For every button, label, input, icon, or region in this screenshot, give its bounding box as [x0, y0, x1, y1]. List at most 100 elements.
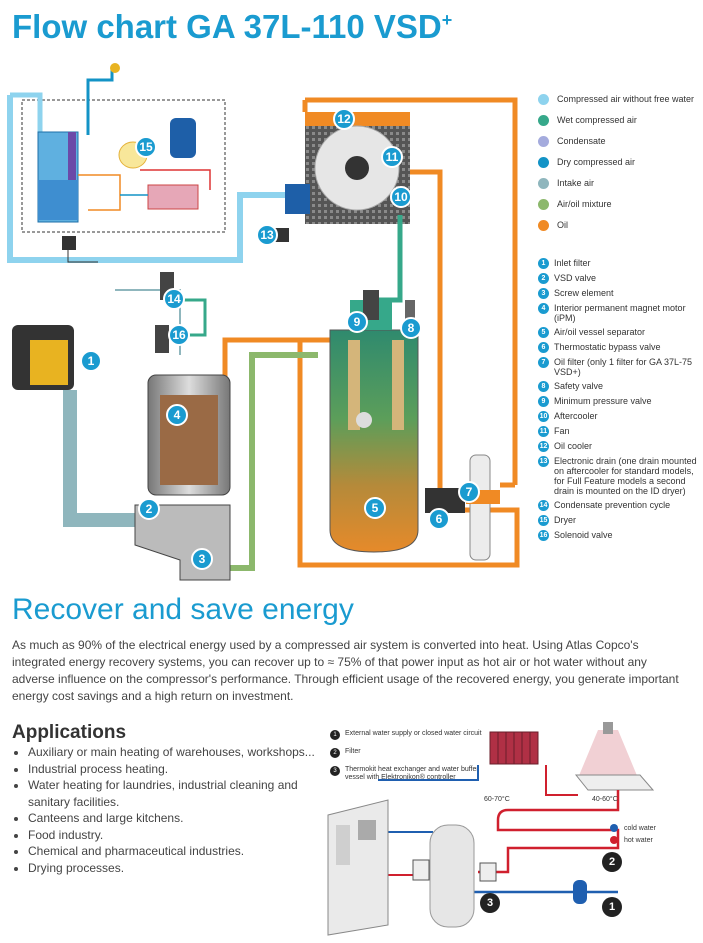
callout-12: 12 [333, 108, 355, 130]
er-step-label: Thermokit heat exchanger and water buffe… [345, 766, 479, 781]
component-item: 8 Safety valve [538, 381, 703, 392]
energy-recovery-diagram [327, 722, 655, 936]
component-number: 10 [538, 411, 549, 422]
er-step-number: 2 [330, 748, 340, 758]
component-number: 4 [538, 303, 549, 314]
component-number: 13 [538, 456, 549, 467]
component-label: Condensate prevention cycle [554, 500, 671, 510]
legend-item: Oil [538, 220, 698, 231]
legend-label: Intake air [557, 178, 595, 188]
legend-label: Wet compressed air [557, 115, 637, 125]
component-item: 11 Fan [538, 426, 703, 437]
component-number: 9 [538, 396, 549, 407]
component-number: 14 [538, 500, 549, 511]
legend-item: Intake air [538, 178, 698, 189]
callout-6: 6 [428, 508, 450, 530]
temp-radiator: 60-70°C [484, 796, 510, 803]
component-item: 7 Oil filter (only 1 filter for GA 37L-75… [538, 357, 703, 377]
er-step-label: Filter [345, 748, 361, 755]
component-label: Minimum pressure valve [554, 396, 652, 406]
page-title: Flow chart GA 37L-110 VSD+ [12, 8, 453, 45]
flow-chart-diagram [7, 63, 520, 581]
component-label: VSD valve [554, 273, 597, 283]
callout-3: 3 [191, 548, 213, 570]
component-item: 6 Thermostatic bypass valve [538, 342, 703, 353]
component-number: 1 [538, 258, 549, 269]
intake-air-pipe [63, 390, 135, 527]
legend-label: Oil [557, 220, 568, 230]
legend-item: Condensate [538, 136, 698, 147]
component-label: Screw element [554, 288, 614, 298]
application-item: Water heating for laundries, industrial … [28, 777, 328, 810]
component-label: Safety valve [554, 381, 604, 391]
legend-swatch [538, 220, 549, 231]
legend-label: Condensate [557, 136, 606, 146]
component-number: 12 [538, 441, 549, 452]
component-label: Air/oil vessel separator [554, 327, 646, 337]
er-callout-3: 3 [480, 893, 500, 913]
component-number: 6 [538, 342, 549, 353]
application-item: Chemical and pharmaceutical industries. [28, 843, 328, 860]
callout-5: 5 [364, 497, 386, 519]
component-number: 16 [538, 530, 549, 541]
callout-15: 15 [135, 136, 157, 158]
hot-water-legend: hot water [610, 836, 653, 844]
cold-water-legend: cold water [610, 824, 656, 832]
applications-heading: Applications [12, 722, 127, 743]
component-label: Oil filter (only 1 filter for GA 37L-75 … [554, 357, 693, 377]
application-item: Canteens and large kitchens. [28, 810, 328, 827]
component-label: Inlet filter [554, 258, 591, 268]
application-item: Industrial process heating. [28, 761, 328, 778]
legend-swatch [538, 199, 549, 210]
legend-label: Dry compressed air [557, 157, 636, 167]
er-step-number: 3 [330, 766, 340, 776]
dryer-box [21, 99, 226, 233]
component-number: 7 [538, 357, 549, 368]
component-number: 15 [538, 515, 549, 526]
legend-item: Air/oil mixture [538, 199, 698, 210]
component-item: 12 Oil cooler [538, 441, 703, 452]
component-number: 2 [538, 273, 549, 284]
dry-air-pipe [86, 68, 114, 135]
component-number: 11 [538, 426, 549, 437]
component-item: 15 Dryer [538, 515, 703, 526]
callout-14: 14 [163, 288, 185, 310]
shower-spray [578, 730, 638, 778]
component-item: 14 Condensate prevention cycle [538, 500, 703, 511]
component-item: 9 Minimum pressure valve [538, 396, 703, 407]
component-number: 8 [538, 381, 549, 392]
component-item: 1 Inlet filter [538, 258, 703, 269]
legend-swatch [538, 115, 549, 126]
shower-tray [574, 774, 655, 791]
legend-label: Compressed air without free water [557, 94, 695, 104]
er-step-label: External water supply or closed water ci… [345, 730, 482, 737]
callout-2: 2 [138, 498, 160, 520]
er-callout-1: 1 [602, 897, 622, 917]
callout-11: 11 [381, 146, 403, 168]
component-label: Oil cooler [554, 441, 593, 451]
water-filter [573, 880, 587, 904]
legend-swatch [538, 136, 549, 147]
aftercooler-separator [285, 184, 310, 214]
component-label: Fan [554, 426, 570, 436]
legend-swatch [538, 94, 549, 105]
callout-9: 9 [346, 311, 368, 333]
legend-swatch [538, 178, 549, 189]
component-label: Thermostatic bypass valve [554, 342, 661, 352]
callout-4: 4 [166, 404, 188, 426]
component-label: Dryer [554, 515, 576, 525]
legend-item: Compressed air without free water [538, 94, 698, 105]
component-item: 2 VSD valve [538, 273, 703, 284]
hot-water-dot [610, 836, 618, 844]
applications-list: Auxiliary or main heating of warehouses,… [10, 744, 328, 876]
callout-13: 13 [256, 224, 278, 246]
application-item: Auxiliary or main heating of warehouses,… [28, 744, 328, 761]
legend-item: Dry compressed air [538, 157, 698, 168]
